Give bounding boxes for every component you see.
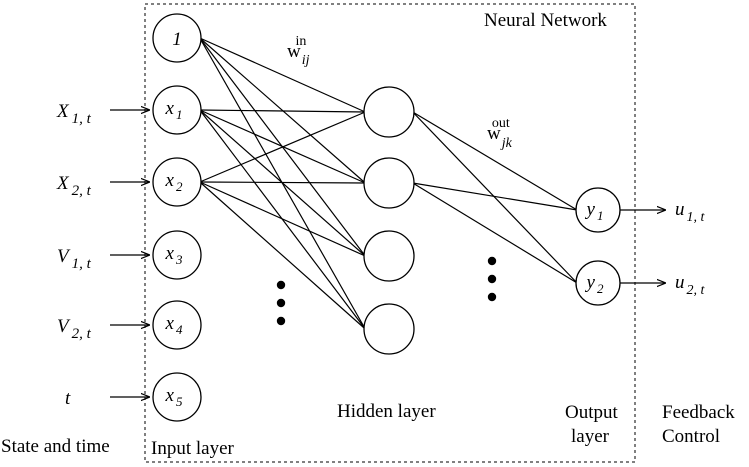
edge-input-hidden — [199, 181, 366, 184]
input-node — [152, 85, 202, 135]
bias-node — [152, 13, 202, 63]
hidden-node — [363, 86, 415, 138]
hidden-node — [363, 157, 415, 209]
hidden-layer-label: Hidden layer — [337, 401, 436, 422]
edge-hidden-output — [412, 182, 578, 284]
edge-input-hidden — [199, 181, 366, 330]
bias-node-label: 1 — [172, 29, 182, 50]
input-arrows — [110, 110, 149, 397]
weight-in-label: wijin — [287, 34, 310, 68]
output-layer-label-2: layer — [571, 426, 610, 447]
hidden-node — [363, 303, 415, 355]
edge-input-hidden — [199, 111, 366, 183]
hidden-ellipsis-right — [487, 256, 497, 302]
state-time-label: State and time — [1, 436, 110, 457]
output-arrows — [620, 210, 665, 283]
edge-hidden-output — [412, 182, 578, 211]
input-node — [152, 230, 202, 280]
feedback-label-2: Control — [662, 426, 720, 447]
input-node — [152, 300, 202, 350]
input-layer-label: Input layer — [151, 438, 235, 459]
input-node — [152, 157, 202, 207]
hidden-output-edges — [412, 111, 578, 284]
edge-input-hidden — [199, 109, 366, 113]
hidden-node — [363, 230, 415, 282]
weight-out-label: wjkout — [487, 116, 513, 151]
input-node — [152, 372, 202, 422]
input-hidden-edges — [199, 37, 366, 330]
hidden-ellipsis-left — [276, 280, 286, 326]
network-title: Neural Network — [484, 10, 607, 31]
edge-input-hidden — [199, 37, 366, 113]
output-node — [575, 187, 621, 233]
output-node — [575, 260, 621, 306]
output-layer-label-1: Output — [565, 402, 619, 423]
feedback-label-1: Feedback — [662, 402, 735, 423]
edge-hidden-output — [412, 111, 578, 284]
edge-hidden-output — [412, 111, 578, 211]
input-variable-label: t — [65, 388, 71, 409]
edge-input-hidden — [199, 181, 366, 257]
